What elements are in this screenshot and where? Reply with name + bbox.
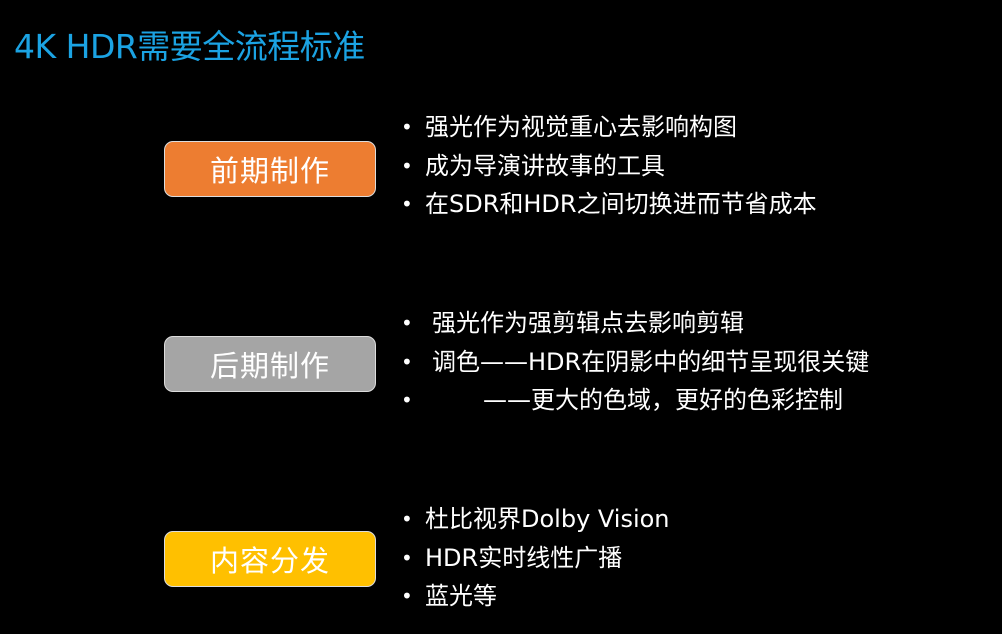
list-item: • 调色——HDR在阴影中的细节呈现很关键 — [401, 343, 869, 382]
bullet-icon: • — [401, 192, 413, 216]
bullet-text: HDR实时线性广播 — [425, 543, 623, 572]
bullet-icon: • — [401, 311, 413, 335]
list-item: • 成为导演讲故事的工具 — [401, 147, 817, 186]
stage-box-preproduction: 前期制作 — [164, 141, 376, 197]
bullet-icon: • — [401, 507, 413, 531]
slide-title: 4K HDR需要全流程标准 — [14, 27, 365, 66]
list-item: • 蓝光等 — [401, 577, 670, 616]
distribution-bullets: • 杜比视界Dolby Vision • HDR实时线性广播 • 蓝光等 — [401, 500, 670, 616]
postproduction-bullets: • 强光作为强剪辑点去影响剪辑 • 调色——HDR在阴影中的细节呈现很关键 • ——更… — [401, 304, 869, 420]
bullet-icon: • — [401, 545, 413, 570]
bullet-text: ——更大的色域，更好的色彩控制 — [483, 386, 843, 414]
bullet-icon: • — [401, 388, 413, 412]
bullet-text: 强光作为视觉重心去影响构图 — [425, 113, 737, 141]
bullet-icon: • — [401, 153, 413, 178]
list-item: • ——更大的色域，更好的色彩控制 — [401, 381, 869, 420]
bullet-icon: • — [401, 584, 413, 608]
preproduction-bullets: • 强光作为视觉重心去影响构图 • 成为导演讲故事的工具 • 在SDR和HDR之间切换… — [401, 108, 817, 224]
bullet-icon: • — [401, 115, 413, 139]
bullet-text: 成为导演讲故事的工具 — [425, 151, 665, 180]
bullet-icon: • — [401, 349, 413, 374]
bullet-text: 调色——HDR在阴影中的细节呈现很关键 — [432, 347, 870, 376]
list-item: • 在SDR和HDR之间切换进而节省成本 — [401, 185, 817, 224]
list-item: • 杜比视界Dolby Vision — [401, 500, 670, 539]
list-item: • 强光作为强剪辑点去影响剪辑 — [401, 304, 869, 343]
bullet-text: 强光作为强剪辑点去影响剪辑 — [432, 309, 744, 337]
stage-box-distribution: 内容分发 — [164, 531, 376, 587]
bullet-text: 蓝光等 — [425, 582, 497, 610]
stage-box-postproduction: 后期制作 — [164, 336, 376, 392]
bullet-text: 杜比视界Dolby Vision — [425, 505, 670, 533]
bullet-text: 在SDR和HDR之间切换进而节省成本 — [425, 190, 817, 218]
list-item: • HDR实时线性广播 — [401, 539, 670, 578]
list-item: • 强光作为视觉重心去影响构图 — [401, 108, 817, 147]
